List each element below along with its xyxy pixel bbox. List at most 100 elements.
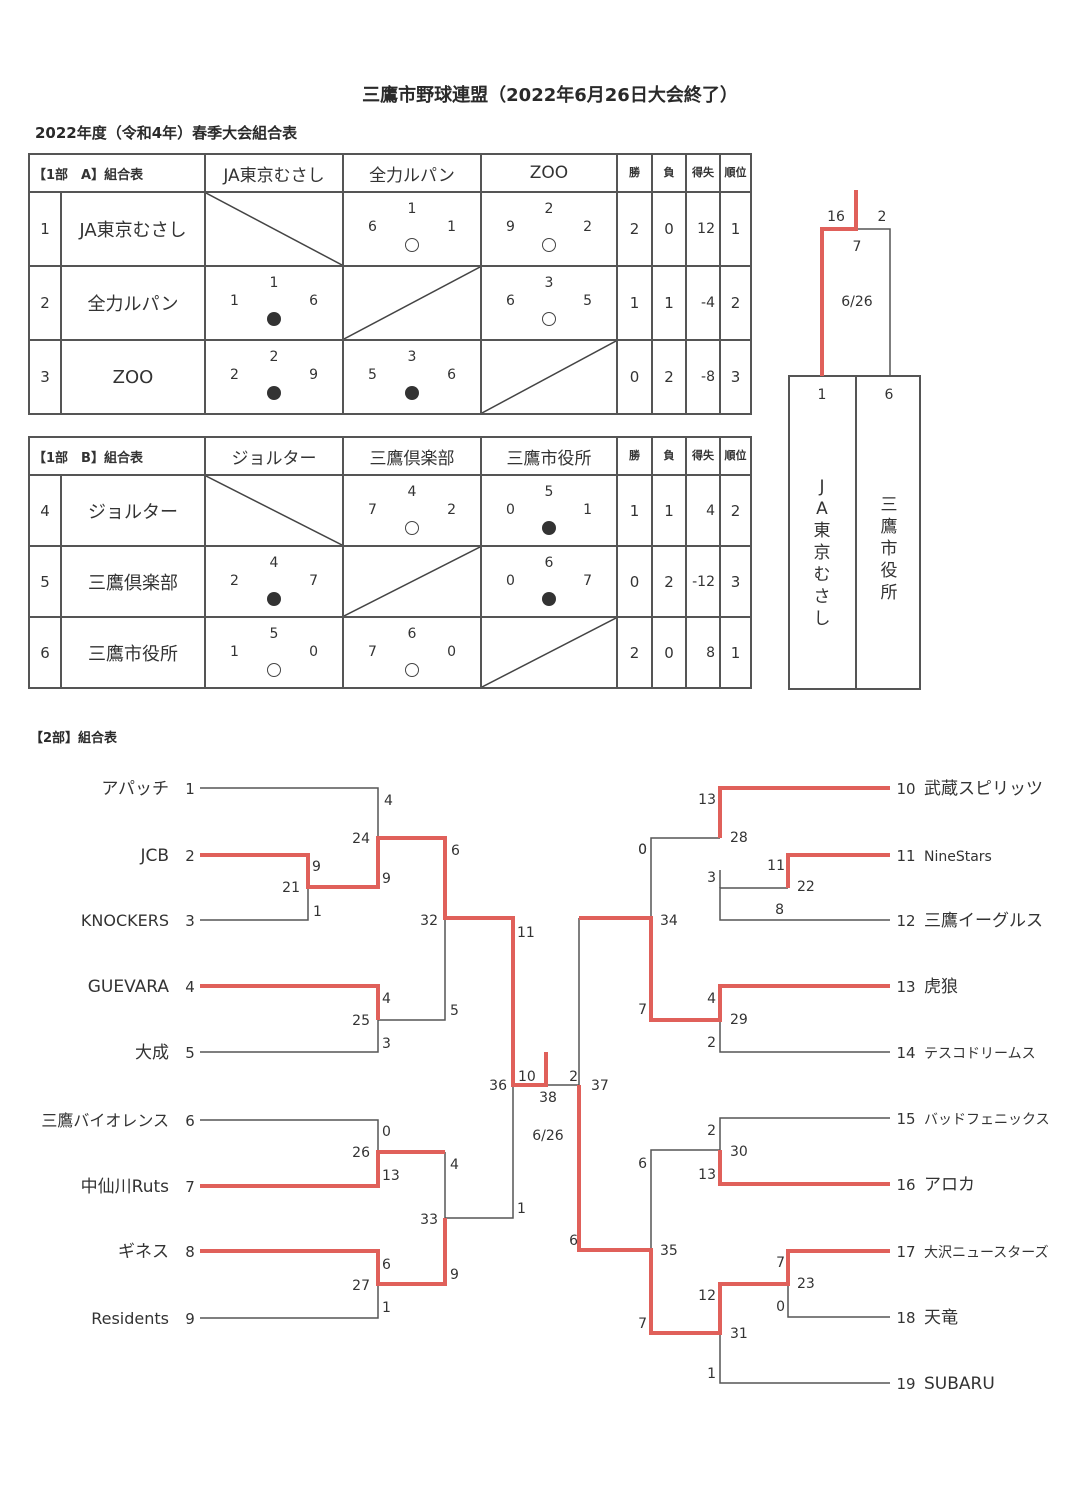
final-score-right: 2 [878,209,887,225]
team-name-char: む [814,565,831,585]
score-label: 12 [698,1288,716,1304]
team-name-char: 京 [814,543,831,563]
score-label: 8 [775,902,784,918]
score-label: 11 [517,925,535,941]
winner-path-guinness [200,1218,447,1286]
score-opponent: 5 [583,293,592,309]
final-winner-path [820,190,858,376]
score-label: 26 [352,1145,370,1161]
column-rank: 順位 [719,153,752,193]
game-number: 2 [269,349,279,365]
team-name-char: さ [814,587,831,607]
team-name: 全力ルパン [60,265,206,341]
score-label: 38 [539,1090,557,1106]
score-opponent: 1 [583,502,592,518]
score-label: 0 [382,1124,391,1140]
rank: 3 [719,545,752,618]
wins: 1 [616,265,653,341]
team-no: 11 [896,847,915,865]
team-name: アパッチ [101,779,169,799]
team-no: 7 [185,1178,195,1196]
run-diff: 12 [685,191,721,267]
final-box [788,375,921,690]
team-no: 5 [28,545,62,618]
score-label: 28 [730,830,748,846]
score-label: 25 [352,1013,370,1029]
score-own: 1 [230,644,239,660]
final-right-no: 6 [885,387,894,403]
game-number: 5 [269,626,279,642]
score-own: 6 [368,219,377,235]
team-no: 12 [896,912,915,930]
column-team: ZOO [480,153,618,193]
losses: 1 [651,474,687,547]
rank: 2 [719,265,752,341]
team-name: 三鷹倶楽部 [60,545,206,618]
column-loss: 負 [651,436,687,476]
score-label: 30 [730,1144,748,1160]
final-date: 6/26 [841,294,873,310]
score-label: 32 [420,913,438,929]
score-own: 7 [368,644,377,660]
table-label: 【1部 B】組合表 [28,436,206,476]
team-no: 4 [185,978,195,996]
table-label: 【1部 A】組合表 [28,153,206,193]
score-label: 9 [450,1267,459,1283]
column-team: JA東京むさし [204,153,344,193]
column-team: ジョルター [204,436,344,476]
line-t9 [200,1284,379,1319]
team-no: 5 [185,1044,195,1062]
score-opponent: 9 [309,367,318,383]
score-label: 13 [698,792,716,808]
game-number: 4 [269,555,279,571]
team-name: 三鷹バイオレンス [41,1111,169,1130]
team-name: KNOCKERS [81,911,169,930]
column-team: 三鷹倶楽部 [342,436,482,476]
loss-mark-icon [267,592,281,606]
score-own: 2 [230,573,239,589]
win-mark-icon [405,521,419,535]
game-number: 5 [544,484,554,500]
column-win: 勝 [616,436,653,476]
column-diff: 得失 [685,153,721,193]
line-t5 [200,1020,379,1053]
rank: 1 [719,616,752,689]
run-diff: -8 [685,339,721,415]
score-label: 21 [282,880,300,896]
score-label-list: 424692191321142553361002641333162791386/… [282,792,815,1382]
score-label: 6/26 [532,1128,564,1144]
bracket-lines [200,228,921,1384]
score-label: 5 [450,1003,459,1019]
column-rank: 順位 [719,436,752,476]
score-label: 11 [767,858,785,874]
team-name: 虎狼 [924,977,958,997]
win-mark-icon [405,663,419,677]
line-g25 [378,918,446,1021]
wins: 0 [616,339,653,415]
score-opponent: 2 [447,502,456,518]
losses: 0 [651,616,687,689]
team-name: JCB [139,846,169,866]
team-name: 三鷹市役所 [60,616,206,689]
final-left-team: JA東京むさし [814,477,831,629]
team-name: JA東京むさし [60,191,206,267]
column-team: 全力ルパン [342,153,482,193]
score-label: 13 [382,1168,400,1184]
score-label: 1 [313,904,322,920]
losses: 2 [651,545,687,618]
team-name: バッドフェニックス [924,1112,1050,1128]
team-no: 19 [896,1375,915,1393]
diagonal-cell [480,339,618,415]
team-name: 武蔵スピリッツ [924,779,1043,799]
team-name-char: し [814,609,831,629]
score-label: 4 [382,991,391,1007]
